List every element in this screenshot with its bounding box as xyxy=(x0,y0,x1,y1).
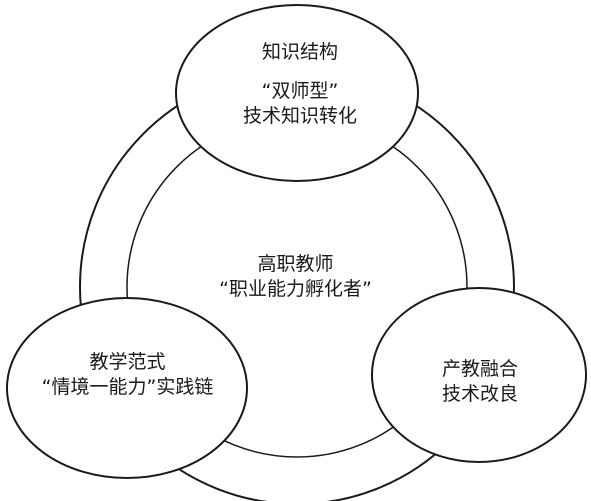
top-node-gap xyxy=(190,65,410,79)
center-node-subtitle: “职业能力孵化者” xyxy=(219,278,372,300)
right-node-subtitle: 技术改良 xyxy=(441,383,518,405)
left-node-title: 教学范式 xyxy=(89,351,166,373)
top-node-detail: 技术知识转化 xyxy=(242,105,357,127)
top-node-ellipse xyxy=(175,4,419,182)
left-node-subtitle: “情境一能力”实践链 xyxy=(41,376,214,398)
center-node-title: 高职教师 xyxy=(257,253,334,275)
left-node-label: 教学范式 “情境一能力”实践链 xyxy=(10,350,245,400)
right-node-label: 产教融合 技术改良 xyxy=(380,357,580,407)
center-node-label: 高职教师 “职业能力孵化者” xyxy=(180,252,411,302)
top-node-title: 知识结构 xyxy=(261,41,338,63)
right-node-ellipse xyxy=(371,287,587,463)
left-node-ellipse xyxy=(6,297,248,479)
top-node-subtitle: “双师型” xyxy=(261,80,339,102)
right-node-title: 产教融合 xyxy=(441,358,518,380)
top-node-label: 知识结构 “双师型” 技术知识转化 xyxy=(190,40,410,129)
